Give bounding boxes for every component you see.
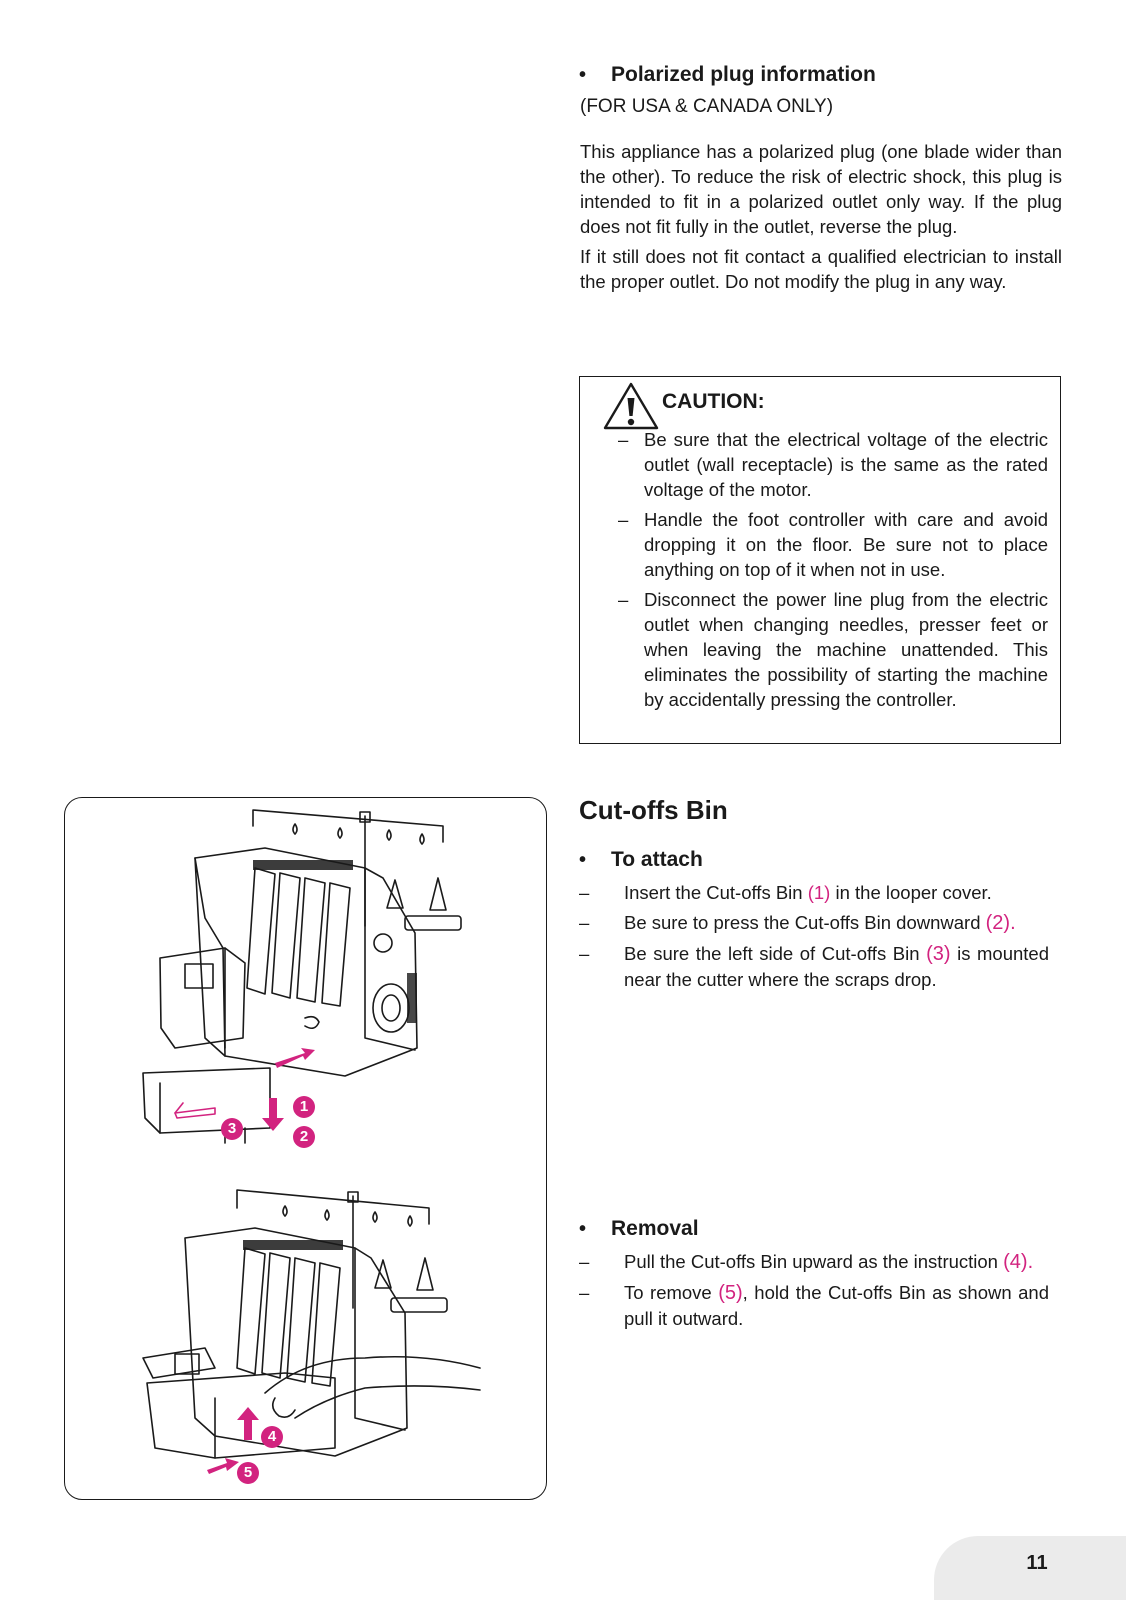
attach-title: To attach xyxy=(611,848,703,871)
callout-number: 2 xyxy=(293,1126,315,1148)
page-number: 11 xyxy=(1026,1552,1048,1574)
step-text: in the looper cover. xyxy=(830,882,992,903)
attach-step: – Be sure the left side of Cut-offs Bin … xyxy=(579,941,1049,992)
arrow-insert xyxy=(275,1048,315,1068)
cutoffs-title: Cut-offs Bin xyxy=(579,795,728,825)
serger-illustration xyxy=(142,809,481,1474)
page-number-tab xyxy=(934,1536,1126,1600)
removal-heading: • Removal xyxy=(579,1217,699,1241)
callout-1-icon: 1 xyxy=(293,1096,315,1118)
arrow-up xyxy=(237,1407,259,1440)
bullet-mark: • xyxy=(579,849,587,871)
callout-ref: (4) xyxy=(1003,1251,1028,1273)
polarized-title: Polarized plug information xyxy=(611,63,876,86)
caution-item-text: Handle the foot controller with care and… xyxy=(644,509,1048,580)
callout-ref: (5) xyxy=(718,1282,743,1304)
dash-mark: – xyxy=(618,509,629,530)
dash-mark: – xyxy=(579,882,590,903)
callout-4-icon: 4 xyxy=(261,1426,283,1448)
warning-triangle-icon xyxy=(603,382,659,430)
cutoffs-bin-top xyxy=(142,1067,271,1144)
polarized-subtitle: (FOR USA & CANADA ONLY) xyxy=(580,96,834,117)
removal-steps: – Pull the Cut-offs Bin upward as the in… xyxy=(579,1249,1049,1336)
caution-box: CAUTION: –Be sure that the electrical vo… xyxy=(579,376,1061,744)
instruction-arrows xyxy=(207,1048,315,1474)
dash-mark: – xyxy=(618,429,629,450)
step-text: . xyxy=(1027,1251,1034,1273)
caution-item: –Handle the foot controller with care an… xyxy=(618,507,1048,582)
attach-step: – Be sure to press the Cut-offs Bin down… xyxy=(579,910,1049,936)
callout-number: 1 xyxy=(293,1096,315,1118)
caution-item: –Disconnect the power line plug from the… xyxy=(618,587,1048,712)
caution-item-text: Disconnect the power line plug from the … xyxy=(644,589,1048,710)
polarized-paragraph-2: If it still does not fit contact a quali… xyxy=(580,246,1062,292)
arrow-out xyxy=(207,1458,239,1474)
step-text: . xyxy=(1010,912,1016,934)
dash-mark: – xyxy=(579,943,590,964)
caution-list: –Be sure that the electrical voltage of … xyxy=(618,427,1048,717)
caution-item-text: Be sure that the electrical voltage of t… xyxy=(644,429,1048,500)
dash-mark: – xyxy=(618,589,629,610)
bullet-mark: • xyxy=(579,64,587,86)
attach-step: – Insert the Cut-offs Bin (1) in the loo… xyxy=(579,880,1049,905)
callout-2-icon: 2 xyxy=(293,1126,315,1148)
callout-ref: (3) xyxy=(926,943,951,965)
attach-steps: – Insert the Cut-offs Bin (1) in the loo… xyxy=(579,880,1049,997)
serger-machine-top xyxy=(159,809,462,1077)
dash-mark: – xyxy=(579,1282,590,1303)
callout-5-icon: 5 xyxy=(237,1462,259,1484)
removal-title: Removal xyxy=(611,1217,699,1240)
step-text: To remove xyxy=(624,1282,719,1303)
callout-ref: (1) xyxy=(807,882,831,903)
callout-3-icon: 3 xyxy=(221,1118,243,1140)
attach-heading: • To attach xyxy=(579,848,703,872)
illustration-frame: 1 2 3 4 5 xyxy=(64,797,547,1500)
step-text: , hold the Cut-offs Bin as shown and pul… xyxy=(624,1282,1049,1329)
dash-mark: – xyxy=(579,1251,590,1272)
arrow-down xyxy=(262,1098,284,1131)
step-text: Be sure to press the Cut-offs Bin downwa… xyxy=(624,912,986,933)
caution-title: CAUTION: xyxy=(662,390,765,413)
dash-mark: – xyxy=(579,912,590,933)
bullet-mark: • xyxy=(579,1218,587,1240)
caution-header: CAUTION: xyxy=(602,381,765,431)
removal-step: – Pull the Cut-offs Bin upward as the in… xyxy=(579,1249,1049,1275)
step-text: Pull the Cut-offs Bin upward as the inst… xyxy=(624,1251,1004,1272)
polarized-body: This appliance has a polarized plug (one… xyxy=(580,139,1062,299)
callout-number: 4 xyxy=(261,1426,283,1448)
polarized-heading: • Polarized plug information xyxy=(579,63,876,87)
removal-step: – To remove (5), hold the Cut-offs Bin a… xyxy=(579,1280,1049,1331)
step-text: Insert the Cut-offs Bin xyxy=(624,882,808,903)
polarized-paragraph-1: This appliance has a polarized plug (one… xyxy=(580,141,1062,237)
callout-ref: (2) xyxy=(985,912,1011,934)
callout-number: 5 xyxy=(237,1462,259,1484)
serger-machine-bottom xyxy=(142,1189,481,1459)
step-text: Be sure the left side of Cut-offs Bin xyxy=(624,943,927,964)
callout-number: 3 xyxy=(221,1118,243,1140)
caution-item: –Be sure that the electrical voltage of … xyxy=(618,427,1048,502)
step-text: is mounted near the cutter where the scr… xyxy=(624,943,1049,990)
